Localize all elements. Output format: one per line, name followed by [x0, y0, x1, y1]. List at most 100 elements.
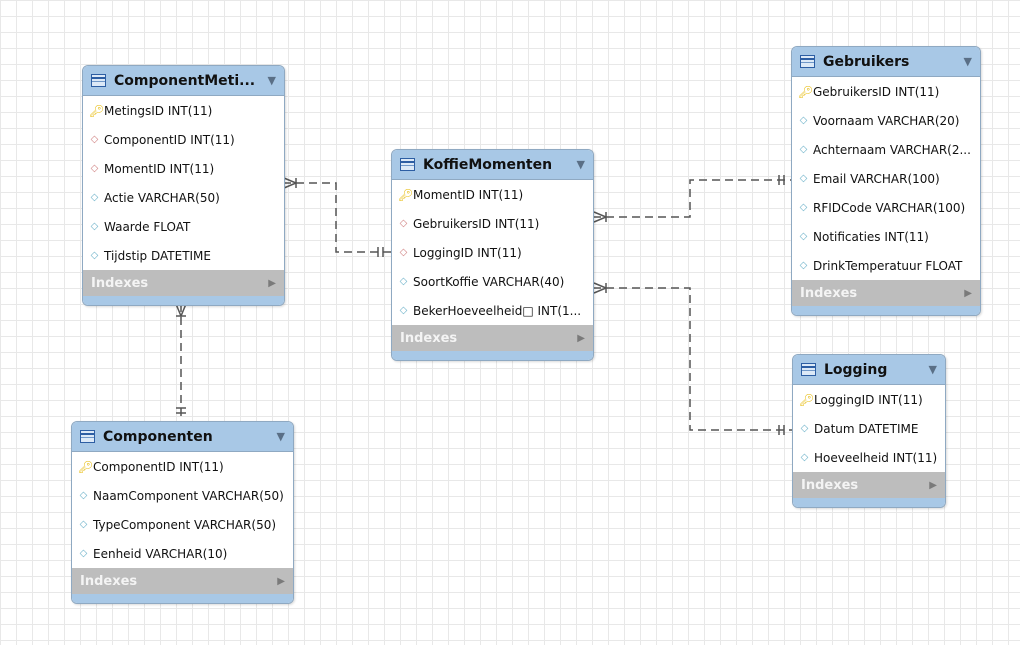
table-koffiemomenten[interactable]: KoffieMomenten ▼ 🔑︎MomentID INT(11) ◇Geb…	[391, 149, 594, 361]
column-row[interactable]: ◇ Eenheid VARCHAR(10)	[72, 539, 293, 568]
table-header[interactable]: KoffieMomenten ▼	[392, 150, 593, 180]
column-icon: ◇	[800, 452, 809, 463]
column-row[interactable]: 🔑︎GebruikersID INT(11)	[792, 77, 980, 106]
column-label: MomentID INT(11)	[104, 161, 215, 176]
column-row[interactable]: ◇DrinkTemperatuur FLOAT	[792, 251, 980, 280]
column-row[interactable]: ◇ Actie VARCHAR(50)	[83, 183, 284, 212]
column-label: Tijdstip DATETIME	[104, 248, 211, 263]
column-label: Voornaam VARCHAR(20)	[813, 113, 960, 128]
table-title: Gebruikers	[823, 53, 910, 70]
column-row[interactable]: ◇NaamComponent VARCHAR(50)	[72, 481, 293, 510]
indexes-section[interactable]: Indexes ▶	[392, 325, 593, 351]
column-row[interactable]: ◇Notificaties INT(11)	[792, 222, 980, 251]
column-icon: ◇	[800, 423, 809, 434]
column-label: ComponentID INT(11)	[93, 459, 224, 474]
expand-arrow-icon[interactable]: ▶	[577, 332, 585, 344]
column-label: MomentID INT(11)	[413, 187, 524, 202]
column-label: Hoeveelheid INT(11)	[814, 450, 938, 465]
column-row[interactable]: ◇ Tijdstip DATETIME	[83, 241, 284, 270]
column-label: NaamComponent VARCHAR(50)	[93, 488, 284, 503]
foreign-key-icon: ◇	[399, 218, 408, 229]
column-row[interactable]: ◇ Voornaam VARCHAR(20)	[792, 106, 980, 135]
table-icon	[800, 55, 815, 68]
table-componentmetingen[interactable]: ComponentMeti... ▼ 🔑︎MetingsID INT(11) ◇…	[82, 65, 285, 306]
indexes-label: Indexes	[91, 275, 149, 291]
table-footer	[392, 351, 593, 360]
collapse-toggle-icon[interactable]: ▼	[576, 158, 585, 171]
column-icon: ◇	[79, 548, 88, 559]
column-label: GebruikersID INT(11)	[813, 84, 940, 99]
foreign-key-icon: ◇	[90, 134, 99, 145]
column-label: Actie VARCHAR(50)	[104, 190, 220, 205]
column-row[interactable]: ◇ RFIDCode VARCHAR(100)	[792, 193, 980, 222]
table-header[interactable]: Logging ▼	[793, 355, 945, 385]
connector-koffiemomenten-gebruikers[interactable]	[593, 175, 792, 223]
column-label: TypeComponent VARCHAR(50)	[93, 517, 277, 532]
collapse-toggle-icon[interactable]: ▼	[928, 363, 937, 376]
column-icon: ◇	[90, 221, 99, 232]
column-label: SoortKoffie VARCHAR(40)	[413, 274, 565, 289]
column-row[interactable]: ◇ Hoeveelheid INT(11)	[793, 443, 945, 472]
indexes-label: Indexes	[400, 330, 458, 346]
column-row[interactable]: ◇ Datum DATETIME	[793, 414, 945, 443]
table-componenten[interactable]: Componenten ▼ 🔑︎ComponentID INT(11) ◇Naa…	[71, 421, 294, 604]
indexes-label: Indexes	[801, 477, 859, 493]
table-footer	[793, 498, 945, 507]
column-icon: ◇	[79, 519, 88, 530]
column-row[interactable]: 🔑︎ComponentID INT(11)	[72, 452, 293, 481]
column-icon: ◇	[799, 115, 808, 126]
indexes-section[interactable]: Indexes ▶	[793, 472, 945, 498]
column-row[interactable]: ◇ ComponentID INT(11)	[83, 125, 284, 154]
column-label: Achternaam VARCHAR(2...	[813, 142, 971, 157]
column-label: ComponentID INT(11)	[104, 132, 235, 147]
expand-arrow-icon[interactable]: ▶	[268, 277, 276, 289]
column-row[interactable]: ◇GebruikersID INT(11)	[392, 209, 593, 238]
indexes-label: Indexes	[800, 285, 858, 301]
connector-componentmetingen-componenten[interactable]	[175, 303, 187, 421]
column-row[interactable]: ◇LoggingID INT(11)	[392, 238, 593, 267]
column-row[interactable]: ◇Email VARCHAR(100)	[792, 164, 980, 193]
column-label: Datum DATETIME	[814, 421, 919, 436]
column-row[interactable]: ◇Achternaam VARCHAR(2...	[792, 135, 980, 164]
table-header[interactable]: ComponentMeti... ▼	[83, 66, 284, 96]
column-label: Eenheid VARCHAR(10)	[93, 546, 228, 561]
table-header[interactable]: Componenten ▼	[72, 422, 293, 452]
expand-arrow-icon[interactable]: ▶	[277, 575, 285, 587]
collapse-toggle-icon[interactable]: ▼	[276, 430, 285, 443]
table-icon	[801, 363, 816, 376]
table-title: Logging	[824, 361, 888, 378]
column-icon: ◇	[799, 260, 808, 271]
collapse-toggle-icon[interactable]: ▼	[267, 74, 276, 87]
connector-koffiemomenten-logging[interactable]	[593, 282, 792, 435]
column-row[interactable]: 🔑︎LoggingID INT(11)	[793, 385, 945, 414]
indexes-section[interactable]: Indexes ▶	[83, 270, 284, 296]
column-row[interactable]: ◇ MomentID INT(11)	[83, 154, 284, 183]
indexes-label: Indexes	[80, 573, 138, 589]
expand-arrow-icon[interactable]: ▶	[929, 479, 937, 491]
column-row[interactable]: ◇ SoortKoffie VARCHAR(40)	[392, 267, 593, 296]
column-row[interactable]: ◇Waarde FLOAT	[83, 212, 284, 241]
table-header[interactable]: Gebruikers ▼	[792, 47, 980, 77]
connector-componentmetingen-koffiemomenten[interactable]	[283, 177, 391, 257]
indexes-section[interactable]: Indexes ▶	[72, 568, 293, 594]
column-icon: ◇	[399, 305, 408, 316]
column-row[interactable]: 🔑︎MetingsID INT(11)	[83, 96, 284, 125]
indexes-section[interactable]: Indexes ▶	[792, 280, 980, 306]
primary-key-icon: 🔑︎	[89, 103, 105, 118]
column-icon: ◇	[399, 276, 408, 287]
column-label: RFIDCode VARCHAR(100)	[813, 200, 966, 215]
column-row[interactable]: ◇ TypeComponent VARCHAR(50)	[72, 510, 293, 539]
column-icon: ◇	[90, 192, 99, 203]
column-icon: ◇	[799, 173, 808, 184]
primary-key-icon: 🔑︎	[398, 187, 414, 202]
collapse-toggle-icon[interactable]: ▼	[963, 55, 972, 68]
column-row[interactable]: 🔑︎MomentID INT(11)	[392, 180, 593, 209]
column-icon: ◇	[90, 250, 99, 261]
foreign-key-icon: ◇	[90, 163, 99, 174]
table-logging[interactable]: Logging ▼ 🔑︎LoggingID INT(11) ◇ Datum DAT…	[792, 354, 946, 508]
column-icon: ◇	[799, 231, 808, 242]
column-icon: ◇	[799, 202, 808, 213]
table-gebruikers[interactable]: Gebruikers ▼ 🔑︎GebruikersID INT(11) ◇ Voo…	[791, 46, 981, 316]
expand-arrow-icon[interactable]: ▶	[964, 287, 972, 299]
column-row[interactable]: ◇BekerHoeveelheid□ INT(1...	[392, 296, 593, 325]
